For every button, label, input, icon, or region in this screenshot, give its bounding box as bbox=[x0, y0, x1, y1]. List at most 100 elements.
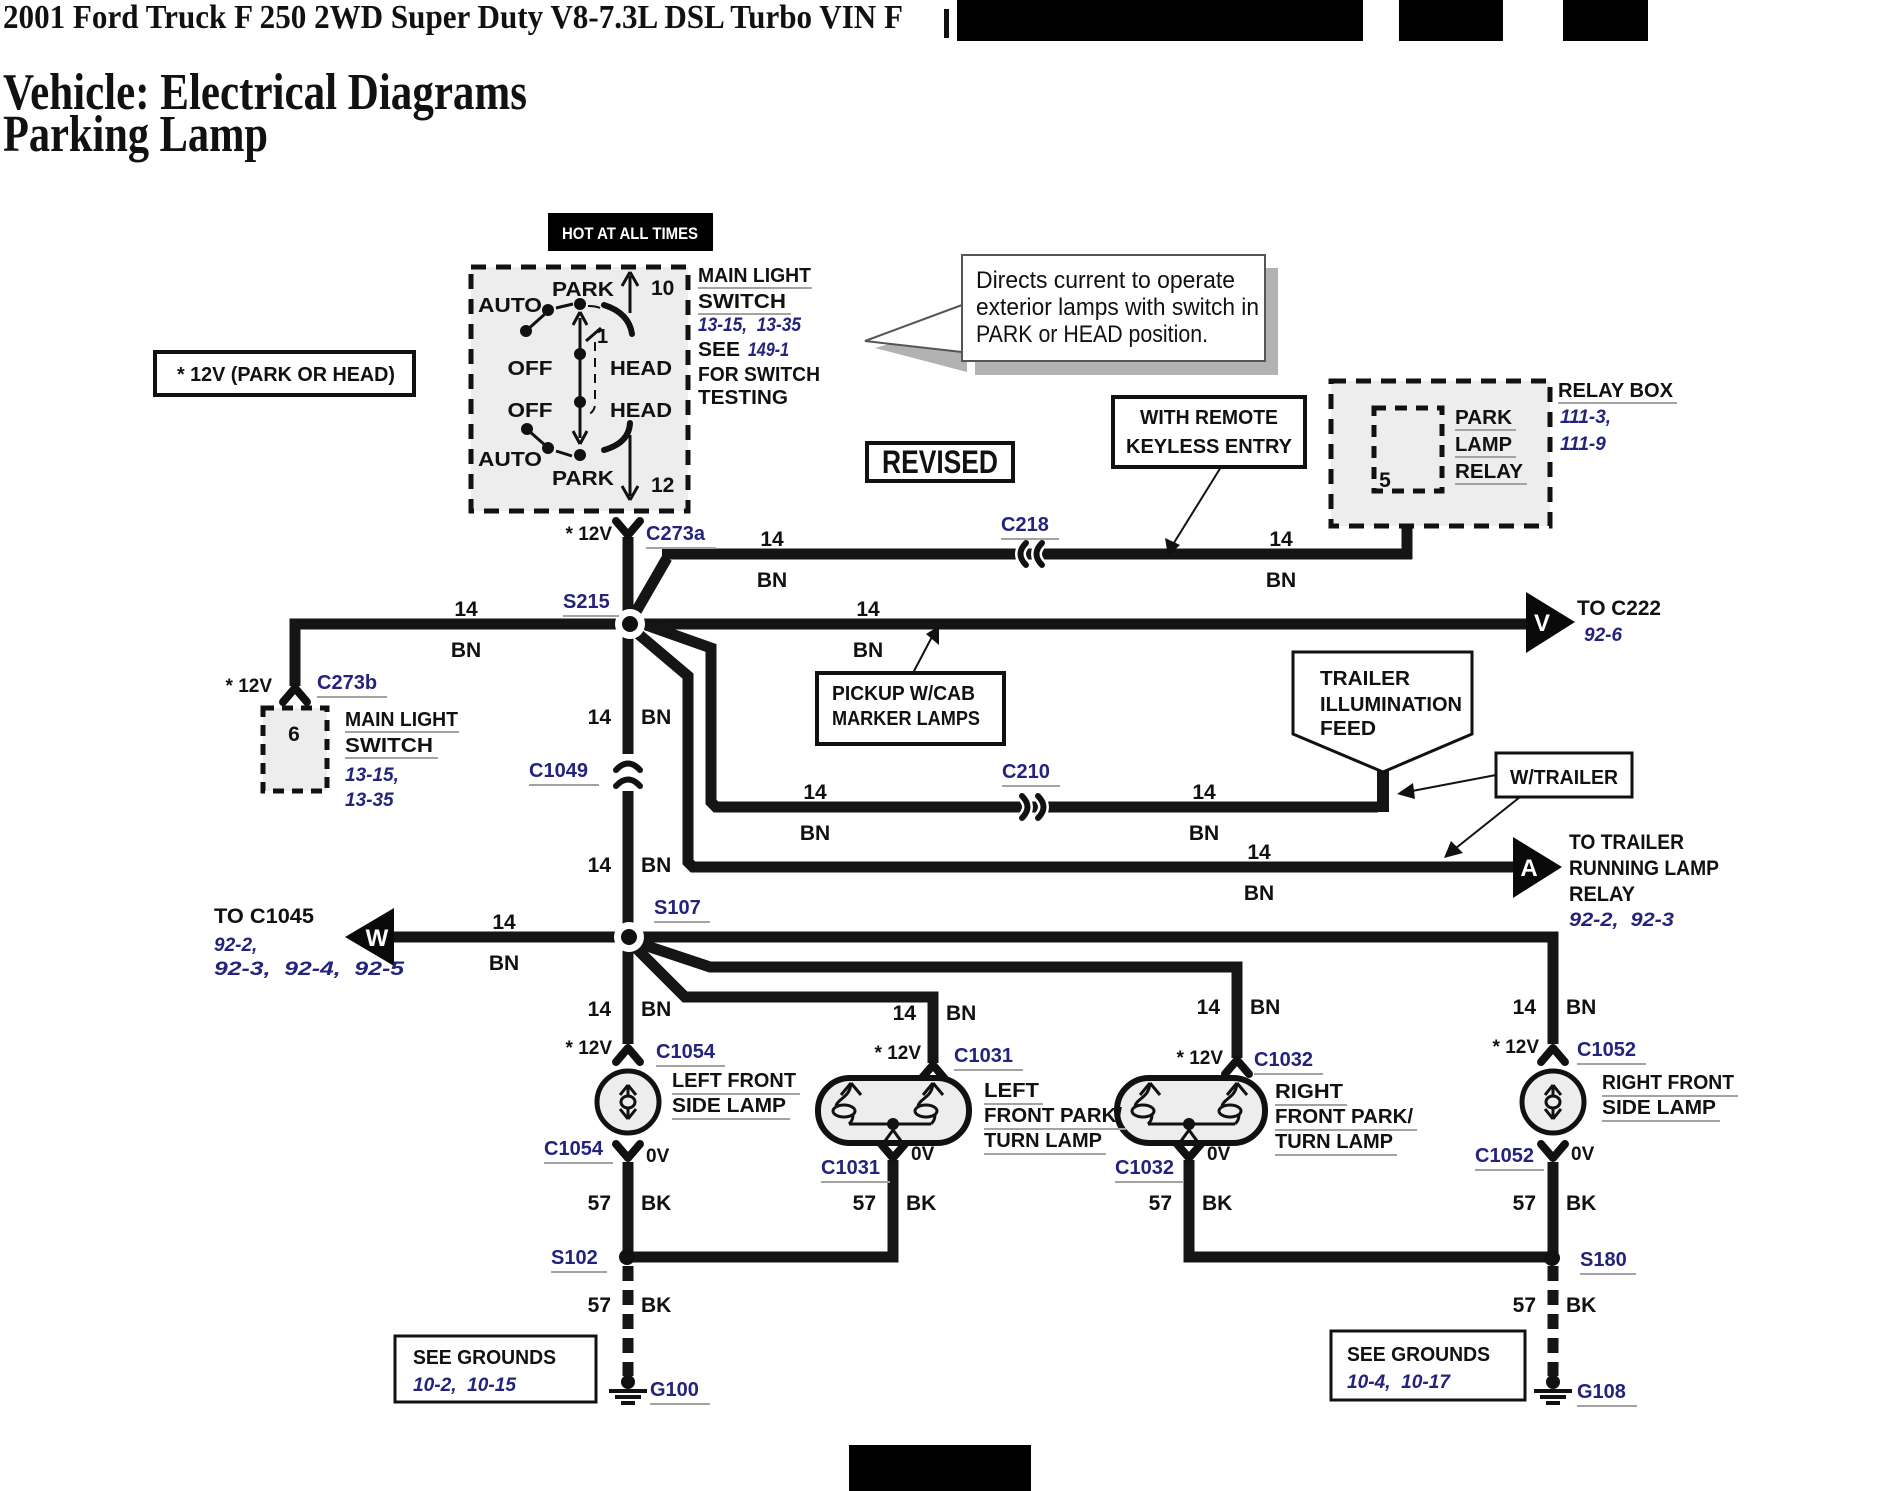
svg-text:OFF: OFF bbox=[508, 400, 553, 422]
svg-text:KEYLESS ENTRY: KEYLESS ENTRY bbox=[1126, 436, 1293, 458]
svg-text:Directs current to operate: Directs current to operate bbox=[976, 267, 1235, 294]
svg-text:57: 57 bbox=[853, 1192, 876, 1215]
svg-text:* 12V: * 12V bbox=[875, 1043, 922, 1064]
svg-text:SWITCH: SWITCH bbox=[345, 735, 433, 757]
svg-text:6: 6 bbox=[288, 723, 300, 746]
svg-text:exterior lamps with switch in: exterior lamps with switch in bbox=[976, 294, 1259, 321]
svg-text:RIGHT: RIGHT bbox=[1275, 1081, 1343, 1103]
svg-text:* 12V: * 12V bbox=[1177, 1048, 1224, 1069]
svg-text:5: 5 bbox=[1379, 469, 1391, 492]
svg-text:C1032: C1032 bbox=[1254, 1049, 1313, 1071]
svg-text:PARK or HEAD position.: PARK or HEAD position. bbox=[976, 321, 1208, 348]
svg-text:C1052: C1052 bbox=[1475, 1145, 1534, 1167]
svg-text:BN: BN bbox=[451, 639, 481, 662]
svg-text:MARKER LAMPS: MARKER LAMPS bbox=[832, 708, 980, 730]
svg-text:BK: BK bbox=[1566, 1192, 1596, 1215]
svg-text:1: 1 bbox=[597, 326, 608, 348]
svg-text:C1031: C1031 bbox=[954, 1045, 1013, 1067]
svg-text:S180: S180 bbox=[1580, 1249, 1627, 1271]
svg-text:W: W bbox=[366, 925, 389, 952]
svg-text:RIGHT FRONT: RIGHT FRONT bbox=[1602, 1072, 1734, 1094]
svg-text:S107: S107 bbox=[654, 897, 701, 919]
svg-text:14: 14 bbox=[893, 1002, 917, 1025]
svg-text:ILLUMINATION: ILLUMINATION bbox=[1320, 694, 1462, 716]
svg-text:S215: S215 bbox=[563, 591, 610, 613]
svg-text:BN: BN bbox=[946, 1002, 976, 1025]
svg-text:BN: BN bbox=[1266, 569, 1296, 592]
svg-text:92-2,: 92-2, bbox=[214, 935, 257, 956]
svg-text:SEE: SEE bbox=[698, 339, 740, 361]
svg-text:HOT AT ALL TIMES: HOT AT ALL TIMES bbox=[562, 224, 698, 243]
svg-text:92-3, 92-4, 92-5: 92-3, 92-4, 92-5 bbox=[214, 959, 405, 980]
svg-text:MAIN LIGHT: MAIN LIGHT bbox=[698, 265, 811, 287]
svg-text:BK: BK bbox=[1566, 1294, 1596, 1317]
svg-text:C210: C210 bbox=[1002, 761, 1050, 783]
svg-text:10-2, 10-15: 10-2, 10-15 bbox=[413, 1375, 516, 1396]
svg-text:TO C1045: TO C1045 bbox=[214, 905, 314, 928]
svg-text:PICKUP W/CAB: PICKUP W/CAB bbox=[832, 683, 975, 705]
svg-text:MAIN LIGHT: MAIN LIGHT bbox=[345, 709, 458, 731]
svg-text:LEFT: LEFT bbox=[984, 1080, 1039, 1102]
svg-text:BN: BN bbox=[853, 639, 883, 662]
svg-text:C1052: C1052 bbox=[1577, 1039, 1636, 1061]
svg-text:BN: BN bbox=[1189, 822, 1219, 845]
svg-text:14: 14 bbox=[588, 854, 612, 877]
svg-text:BK: BK bbox=[1202, 1192, 1232, 1215]
svg-text:PARK: PARK bbox=[552, 279, 615, 301]
svg-text:0V: 0V bbox=[646, 1146, 670, 1167]
svg-text:HEAD: HEAD bbox=[610, 358, 672, 380]
svg-text:57: 57 bbox=[1513, 1192, 1536, 1215]
svg-text:57: 57 bbox=[1149, 1192, 1172, 1215]
svg-text:RELAY BOX: RELAY BOX bbox=[1558, 380, 1674, 402]
svg-text:10: 10 bbox=[651, 277, 674, 300]
svg-text:14: 14 bbox=[1269, 528, 1293, 551]
svg-text:* 12V: * 12V bbox=[566, 524, 613, 545]
svg-text:13-35: 13-35 bbox=[345, 790, 394, 811]
svg-text:57: 57 bbox=[588, 1192, 611, 1215]
svg-text:FRONT PARK/: FRONT PARK/ bbox=[1275, 1106, 1413, 1128]
svg-text:13-15, 13-35: 13-15, 13-35 bbox=[698, 315, 801, 336]
svg-text:* 12V: * 12V bbox=[1493, 1037, 1540, 1058]
svg-text:TRAILER: TRAILER bbox=[1320, 668, 1411, 690]
svg-text:TESTING: TESTING bbox=[698, 387, 788, 409]
svg-text:14: 14 bbox=[1197, 996, 1221, 1019]
svg-text:14: 14 bbox=[1192, 781, 1216, 804]
svg-text:FEED: FEED bbox=[1320, 718, 1376, 740]
svg-text:BN: BN bbox=[641, 998, 671, 1021]
svg-text:13-15,: 13-15, bbox=[345, 765, 399, 786]
svg-text:RELAY: RELAY bbox=[1569, 883, 1635, 906]
svg-text:W/TRAILER: W/TRAILER bbox=[1510, 767, 1619, 789]
svg-text:Vehicle: Electrical Diagrams: Vehicle: Electrical Diagrams bbox=[3, 64, 527, 121]
svg-text:14: 14 bbox=[760, 528, 784, 551]
svg-text:C1054: C1054 bbox=[656, 1041, 716, 1063]
svg-text:FOR SWITCH: FOR SWITCH bbox=[698, 364, 820, 386]
svg-text:0V: 0V bbox=[911, 1144, 935, 1165]
svg-text:0V: 0V bbox=[1207, 1144, 1231, 1165]
svg-text:LAMP: LAMP bbox=[1455, 434, 1512, 456]
svg-text:57: 57 bbox=[1513, 1294, 1536, 1317]
svg-text:BN: BN bbox=[1566, 996, 1596, 1019]
svg-text:AUTO: AUTO bbox=[478, 449, 542, 471]
svg-text:RELAY: RELAY bbox=[1455, 461, 1524, 483]
svg-text:111-9: 111-9 bbox=[1560, 434, 1606, 455]
svg-text:2001 Ford Truck F 250 2WD Supe: 2001 Ford Truck F 250 2WD Super Duty V8-… bbox=[3, 0, 903, 36]
svg-text:14: 14 bbox=[856, 598, 880, 621]
svg-text:BN: BN bbox=[800, 822, 830, 845]
svg-text:LEFT FRONT: LEFT FRONT bbox=[672, 1070, 796, 1092]
svg-text:14: 14 bbox=[492, 911, 516, 934]
svg-text:WITH REMOTE: WITH REMOTE bbox=[1140, 407, 1278, 429]
svg-text:A: A bbox=[1520, 855, 1537, 882]
svg-text:PARK: PARK bbox=[1455, 407, 1513, 429]
svg-text:BN: BN bbox=[757, 569, 787, 592]
svg-text:BN: BN bbox=[489, 952, 519, 975]
svg-text:14: 14 bbox=[1247, 841, 1271, 864]
svg-text:SIDE LAMP: SIDE LAMP bbox=[1602, 1097, 1716, 1119]
svg-text:14: 14 bbox=[588, 706, 612, 729]
svg-text:BK: BK bbox=[641, 1294, 671, 1317]
svg-text:111-3,: 111-3, bbox=[1560, 407, 1611, 428]
svg-text:12: 12 bbox=[651, 474, 674, 497]
svg-text:* 12V: * 12V bbox=[226, 676, 273, 697]
svg-text:SEE GROUNDS: SEE GROUNDS bbox=[1347, 1344, 1490, 1366]
svg-text:SEE GROUNDS: SEE GROUNDS bbox=[413, 1347, 556, 1369]
svg-text:14: 14 bbox=[1513, 996, 1537, 1019]
